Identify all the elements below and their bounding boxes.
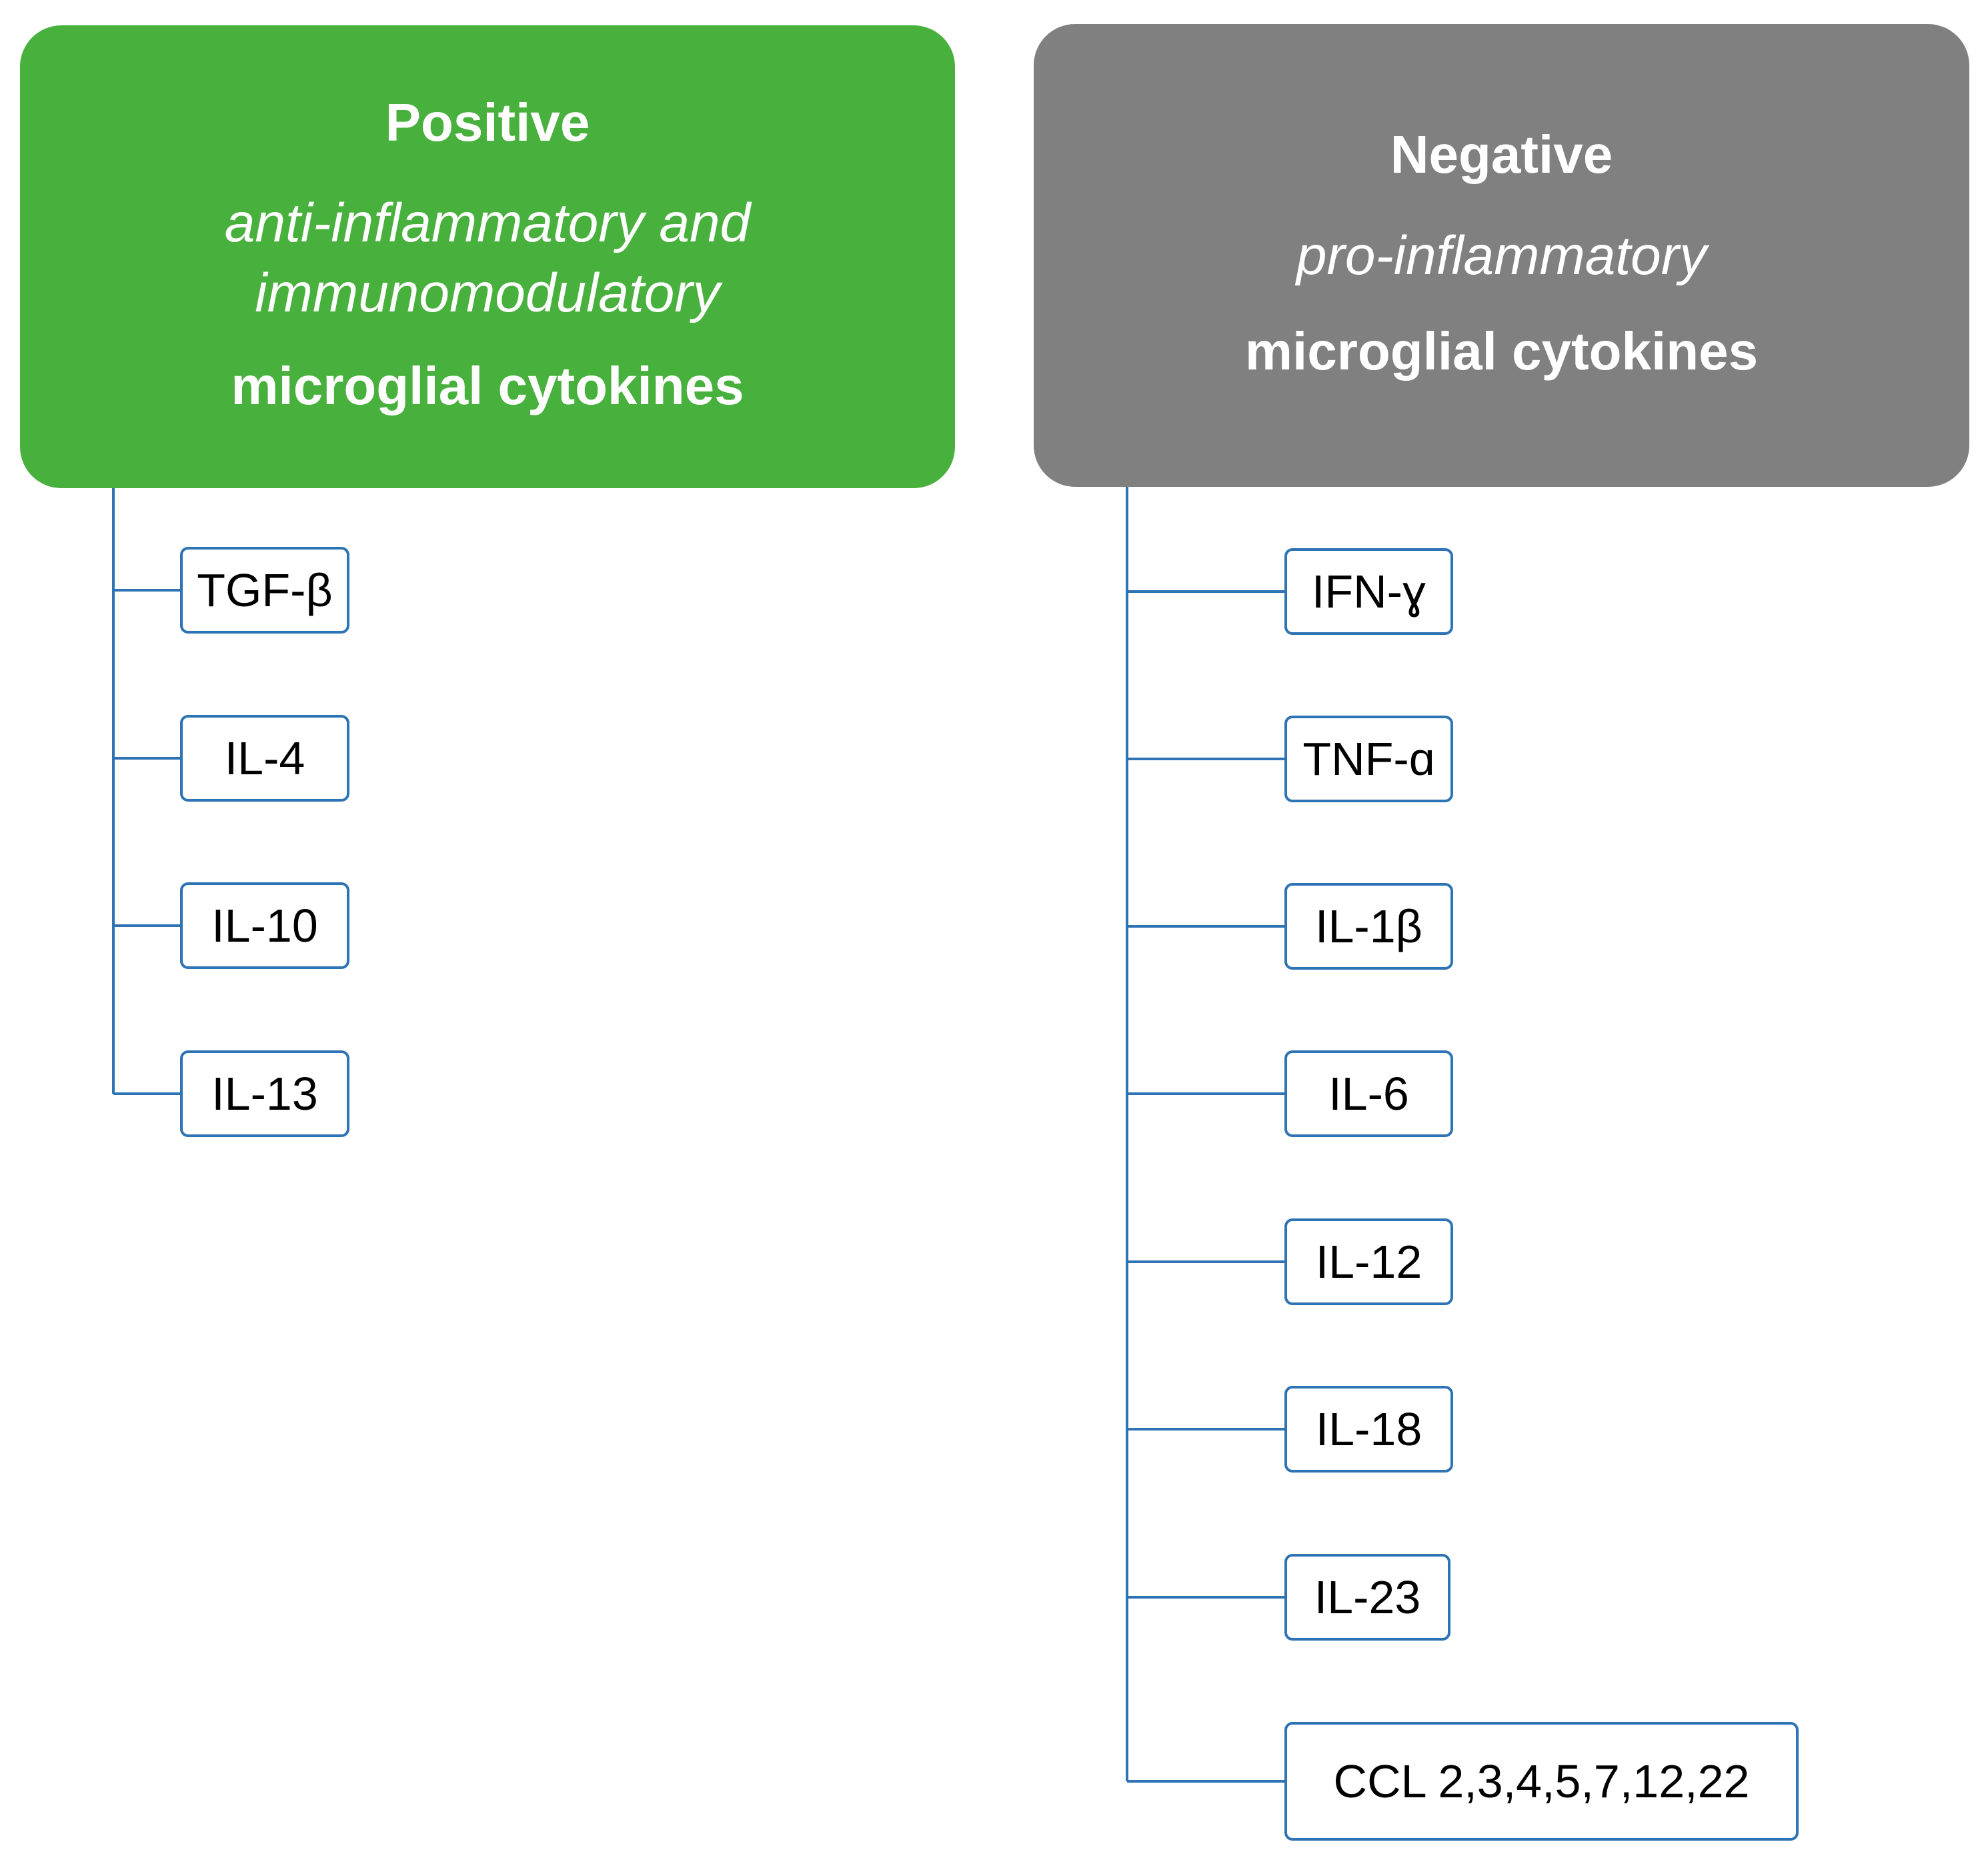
negative-item: CCL 2,3,4,5,7,12,22 (1284, 1722, 1799, 1841)
negative-item: IL-23 (1284, 1554, 1450, 1641)
positive-subtitle-line-1: anti-inflammatory and (224, 193, 751, 253)
positive-item: IL-4 (180, 715, 349, 802)
positive-connectors (112, 488, 180, 1095)
negative-item: IL-1β (1284, 883, 1453, 970)
positive-subtitle-line-2: immunomodulatory (255, 263, 720, 323)
negative-item: IL-12 (1284, 1218, 1453, 1305)
negative-title: Negative (1390, 125, 1613, 184)
negative-item: IL-18 (1284, 1386, 1453, 1473)
positive-title: Positive (385, 93, 590, 152)
negative-subtitle-line-1: pro-inflammatory (1296, 225, 1707, 286)
positive-item: IL-10 (180, 882, 349, 969)
positive-header: Positive anti-inflammatory and immunomod… (20, 25, 955, 488)
positive-item: TGF-β (180, 547, 349, 634)
negative-header: Negative pro-inflammatory microglial cyt… (1034, 24, 1969, 487)
negative-footer: microglial cytokines (1244, 321, 1759, 381)
positive-item: IL-13 (180, 1050, 349, 1137)
negative-item: IL-6 (1284, 1050, 1453, 1137)
positive-footer: microglial cytokines (231, 356, 744, 415)
negative-connectors (1126, 487, 1284, 1783)
negative-item: TNF-ɑ (1284, 716, 1453, 802)
negative-item: IFN-ɣ (1284, 548, 1453, 635)
